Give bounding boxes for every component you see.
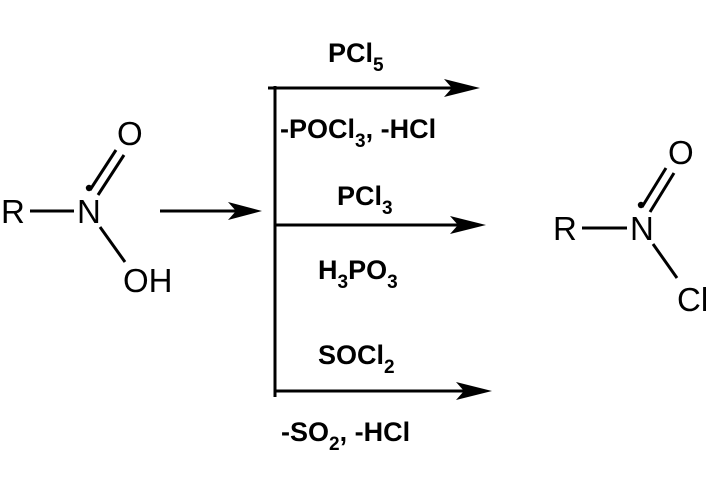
branch-3-arrowhead: [456, 382, 492, 400]
product-n-label: N: [630, 210, 654, 247]
branch-2-reagent-above: PCl3: [337, 181, 393, 219]
reactant-o-label: O: [117, 115, 143, 152]
branch-2-reagent-below: H3PO3: [318, 255, 398, 293]
product-r-label: R: [553, 210, 577, 247]
product-cl-label: Cl: [677, 281, 708, 318]
product-structure: R N O Cl: [553, 134, 708, 318]
branch-1-byproducts-below: -POCl3, -HCl: [280, 114, 436, 152]
product-o-label: O: [668, 134, 694, 171]
product-n-o-double-bond-a: [640, 167, 668, 208]
reaction-branch-1: PCl5 -POCl3, -HCl: [268, 38, 480, 152]
branch-2-arrowhead: [450, 216, 486, 234]
reactant-n-o-double-bond-a: [88, 149, 118, 191]
product-n-cl-bond: [651, 243, 679, 279]
reactant-r-label: R: [1, 193, 25, 230]
branch-3-byproducts-below: -SO2, -HCl: [281, 417, 410, 455]
reactant-n-o-double-bond-b: [96, 154, 126, 196]
reactant-n-label: N: [77, 193, 101, 230]
product-n-o-double-bond-b: [648, 172, 676, 213]
main-arrowhead: [228, 202, 262, 220]
reactant-structure: R N O OH: [1, 115, 173, 299]
reaction-branch-2: PCl3 H3PO3: [275, 181, 486, 293]
branch-3-reagent-above: SOCl2: [318, 340, 395, 378]
reaction-branch-3: SOCl2 -SO2, -HCl: [275, 340, 492, 455]
main-reaction-arrow: [160, 202, 262, 220]
branch-1-arrowhead: [444, 79, 480, 97]
reactant-n-oh-bond: [98, 226, 127, 263]
branch-1-reagent-above: PCl5: [328, 38, 384, 76]
reactant-oh-label: OH: [123, 262, 173, 299]
